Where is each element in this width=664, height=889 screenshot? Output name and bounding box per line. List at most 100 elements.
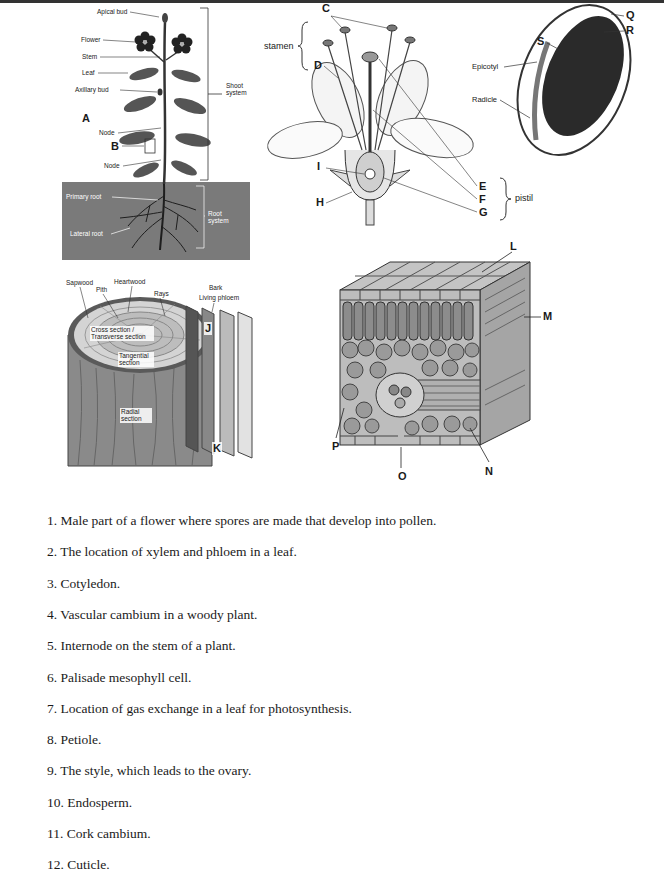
callout-letter: F bbox=[479, 193, 486, 206]
leaf-section-illustration bbox=[444, 416, 460, 432]
flower-illustration bbox=[323, 40, 333, 46]
question-item: 12. Cuticle. bbox=[47, 857, 647, 873]
leaf-section-illustration bbox=[395, 398, 405, 408]
flower-illustration bbox=[264, 16, 511, 225]
leaf-section-illustration bbox=[376, 373, 424, 417]
callout-letter: J bbox=[204, 322, 212, 335]
leaf-section-illustration bbox=[442, 360, 458, 376]
flower-illustration bbox=[324, 16, 477, 212]
leaf-section-illustration bbox=[412, 344, 428, 360]
leaf-section-illustration bbox=[347, 362, 363, 378]
callout-letter: N bbox=[485, 465, 493, 478]
leaf-section-illustration bbox=[405, 421, 419, 435]
flower-illustration bbox=[405, 37, 415, 43]
plant-illustration bbox=[158, 89, 163, 96]
callout-letter: C bbox=[322, 2, 330, 15]
leaf-section-illustration bbox=[464, 302, 473, 340]
question-item: 3. Cotyledon. bbox=[47, 576, 647, 592]
part-label: Pith bbox=[96, 286, 107, 293]
seed-illustration bbox=[500, 14, 624, 118]
wood-illustration bbox=[186, 306, 198, 452]
leaf-section-illustration bbox=[394, 340, 410, 356]
question-item: 6. Palisade mesophyll cell. bbox=[47, 670, 647, 686]
question-item: 7. Location of gas exchange in a leaf fo… bbox=[47, 701, 647, 717]
flower-illustration bbox=[365, 169, 375, 179]
plant-illustration bbox=[145, 139, 155, 153]
leaf-section-illustration bbox=[376, 344, 392, 360]
question-item: 8. Petiole. bbox=[47, 732, 647, 748]
plant-illustration bbox=[62, 182, 250, 260]
question-item: 1. Male part of a flower where spores ar… bbox=[47, 513, 647, 529]
callout-letter: S bbox=[537, 35, 544, 48]
leaf-section-illustration bbox=[365, 302, 374, 340]
seed-illustration bbox=[535, 42, 549, 140]
leaf-section-illustration bbox=[343, 302, 352, 340]
part-label: Heartwood bbox=[114, 278, 145, 285]
leaf-section-illustration bbox=[463, 417, 477, 431]
part-label: Lateral root bbox=[70, 230, 103, 237]
callout-letter: P bbox=[332, 440, 339, 453]
plant-illustration bbox=[128, 65, 160, 82]
leaf-section-illustration bbox=[340, 290, 480, 445]
leaf-section-illustration bbox=[340, 290, 480, 300]
part-label: Cross section / Transverse section bbox=[90, 326, 154, 341]
callout-letter: G bbox=[479, 206, 488, 219]
plant-illustration bbox=[111, 186, 205, 248]
leaf-section-illustration bbox=[358, 340, 374, 356]
leaf-section-illustration bbox=[376, 302, 385, 340]
leaf-section-illustration bbox=[336, 252, 541, 468]
leaf-section-illustration bbox=[370, 362, 386, 378]
plant-illustration bbox=[145, 43, 154, 52]
leaf-section-illustration bbox=[409, 302, 418, 340]
flower-illustration bbox=[264, 115, 345, 164]
plant-illustration bbox=[200, 8, 222, 180]
flower-illustration bbox=[500, 178, 511, 220]
part-label: Radial section bbox=[120, 408, 152, 423]
leaf-section-illustration bbox=[342, 340, 479, 435]
leaf-section-illustration bbox=[420, 302, 429, 340]
part-label: pistil bbox=[515, 193, 533, 203]
part-label: Shoot system bbox=[226, 82, 256, 97]
leaf-section-illustration bbox=[344, 418, 360, 434]
leaf-section-illustration bbox=[422, 360, 438, 376]
plant-illustration bbox=[172, 38, 181, 47]
wood-illustration bbox=[68, 286, 252, 466]
part-label: Apical bud bbox=[97, 8, 127, 15]
plant-illustration bbox=[62, 8, 250, 260]
callout-letter: Q bbox=[626, 9, 635, 22]
plant-illustration bbox=[180, 42, 184, 46]
part-label: Flower bbox=[81, 36, 101, 43]
flower-illustration bbox=[362, 52, 378, 62]
callout-letter: B bbox=[111, 140, 119, 153]
part-label: Leaf bbox=[82, 69, 95, 76]
leaf-section-illustration bbox=[431, 302, 440, 340]
seed-illustration bbox=[497, 0, 652, 172]
leaf-section-illustration bbox=[389, 385, 399, 395]
question-item: 2. The location of xylem and phloem in a… bbox=[47, 544, 647, 560]
question-item: 4. Vascular cambium in a woody plant. bbox=[47, 607, 647, 623]
question-item: 11. Cork cambium. bbox=[47, 826, 647, 842]
callout-letter: E bbox=[479, 180, 486, 193]
callout-letter: R bbox=[626, 24, 634, 37]
part-label: stamen bbox=[264, 41, 294, 51]
part-label: Rays bbox=[154, 290, 169, 297]
part-label: Primary root bbox=[66, 193, 101, 200]
flower-illustration bbox=[387, 112, 477, 165]
wood-illustration bbox=[78, 360, 196, 466]
plant-illustration bbox=[120, 196, 198, 252]
wood-illustration bbox=[238, 312, 252, 458]
part-label: Node bbox=[99, 129, 115, 136]
part-label: Sapwood bbox=[66, 279, 93, 286]
flower-illustration bbox=[369, 62, 372, 152]
plant-illustration bbox=[170, 67, 202, 84]
leaf-section-illustration bbox=[465, 343, 479, 357]
wood-illustration bbox=[220, 310, 234, 456]
flower-illustration bbox=[328, 30, 410, 150]
seed-illustration bbox=[526, 4, 640, 148]
callout-letter: D bbox=[314, 59, 322, 72]
leaf-section-illustration bbox=[342, 342, 358, 358]
leaf-section-illustration bbox=[340, 436, 480, 445]
flower-illustration bbox=[345, 150, 395, 200]
